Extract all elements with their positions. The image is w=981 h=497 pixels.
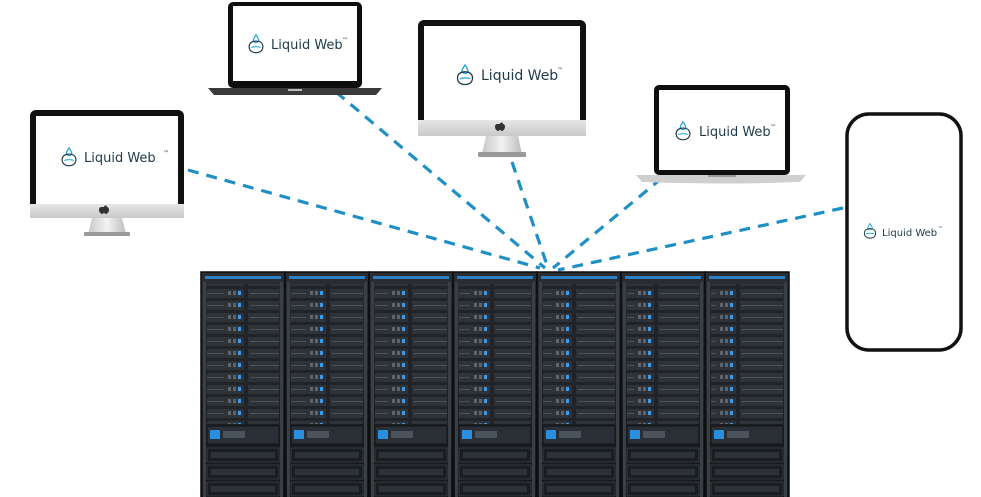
macbook-right: Liquid Web ™ [636, 85, 806, 184]
rack-cabinet [284, 271, 370, 497]
apple-logo-icon [495, 122, 505, 131]
trademark-mark: ™ [342, 37, 348, 44]
imac-center: Liquid Web ™ [418, 20, 586, 157]
connector-lines [187, 90, 844, 272]
rack-cabinet [620, 271, 706, 497]
device-screen-text: Liquid Web [271, 38, 343, 53]
rack-cabinet [704, 271, 790, 497]
apple-logo-icon [99, 205, 109, 214]
connector-phone [557, 206, 844, 272]
rack-cabinet [200, 271, 286, 497]
trademark-mark: ™ [557, 67, 563, 74]
device-screen-text: Liquid Web [84, 151, 156, 166]
server-rack [200, 271, 790, 497]
rack-cabinet [536, 271, 622, 497]
connector-laptop-dell [334, 90, 547, 270]
connector-imac-center [510, 161, 550, 269]
device-screen-text: Liquid Web [882, 228, 937, 239]
connector-imac-left [187, 168, 541, 270]
device-screen-text: Liquid Web [481, 68, 558, 84]
imac-left: Liquid Web ™ [30, 110, 184, 236]
trademark-mark: ™ [163, 150, 169, 157]
rack-cabinet [452, 271, 538, 497]
device-screen-text: Liquid Web [699, 125, 771, 140]
connector-macbook [551, 176, 664, 270]
trademark-mark: ™ [770, 124, 776, 131]
phone-right: Liquid Web ™ [845, 112, 963, 352]
rack-cabinet [368, 271, 454, 497]
trademark-mark: ™ [938, 226, 943, 232]
laptop-dell: Liquid Web ™ [208, 2, 382, 95]
